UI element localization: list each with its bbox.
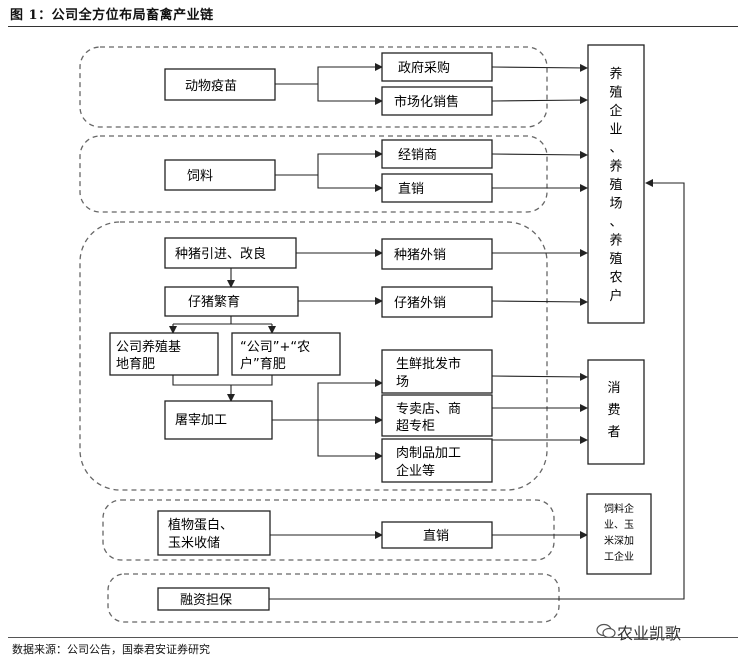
group-feed [79,135,548,213]
node-store: 专卖店、商 超专柜 [381,394,493,437]
node-financing: 融资担保 [157,587,270,611]
node-consumer: 消费者 [587,359,645,465]
svg-text:政府采购: 政府采购 [398,60,450,76]
svg-text:企业等: 企业等 [396,463,435,479]
vertical-char: 养 [609,159,622,175]
node-market-sales: 市场化销售 [381,86,493,116]
source-note: 数据来源：公司公告，国泰君安证券研究 [12,643,210,656]
svg-text:养殖企业、养殖场、养殖农户: 养殖企业、养殖场、养殖农户 [609,66,622,304]
edge-feed-distributor [317,150,383,175]
chat-bubble-icon [596,623,616,639]
svg-text:户”育肥: 户”育肥 [240,356,286,372]
title-divider [8,26,738,27]
figure-title: 图 1：公司全方位布局畜禽产业链 [10,8,214,23]
svg-text:动物疫苗: 动物疫苗 [185,78,237,94]
svg-text:玉米收储: 玉米收储 [168,536,220,551]
svg-text:超专柜: 超专柜 [396,419,435,434]
group-pig [79,221,548,491]
vertical-char: 业 [609,123,622,138]
vertical-char: 者 [607,425,620,440]
vertical-char: 农 [609,271,622,286]
node-piglet-sales: 仔猪外销 [381,286,493,318]
node-gov-purchase: 政府采购 [381,52,493,82]
svg-text:场: 场 [396,375,409,390]
svg-text:公司养殖基: 公司养殖基 [116,339,181,355]
edge-gov-farms [491,63,588,72]
node-piglet: 仔猪繁育 [164,286,299,317]
svg-text:直销: 直销 [398,182,424,197]
node-breeding-intro: 种猪引进、改良 [164,237,297,269]
node-plant-protein: 植物蛋白、 玉米收储 [157,510,271,556]
vertical-char: 户 [609,288,622,304]
edge-slaughter-meat [317,420,383,460]
svg-text:地育肥: 地育肥 [116,356,155,372]
edge-distributor-farms [491,150,588,159]
vertical-char: 、 [609,141,622,156]
footer-divider [8,637,738,638]
group-protein [102,499,555,561]
watermark: 农业凯歌 [617,624,682,643]
svg-text:消费者: 消费者 [607,381,620,440]
node-company-farmer: “公司”+“农 户”育肥 [231,332,341,376]
svg-text:生鲜批发市: 生鲜批发市 [396,356,461,372]
edge-slaughter-fresh [317,379,383,420]
svg-text:种猪引进、改良: 种猪引进、改良 [175,246,266,262]
svg-text:专卖店、商: 专卖店、商 [396,402,461,417]
vertical-char: 场 [609,197,622,212]
node-slaughter: 屠宰加工 [164,400,273,440]
svg-text:植物蛋白、: 植物蛋白、 [168,517,233,533]
svg-text:“公司”+“农: “公司”+“农 [240,340,310,355]
vertical-char: 殖 [609,177,622,193]
feed-corn-line: 业、玉 [604,519,634,531]
svg-text:饲料: 饲料 [187,169,213,184]
node-meat-processing: 肉制品加工 企业等 [381,438,493,483]
vertical-char: 养 [609,233,622,249]
svg-text:仔猪外销: 仔猪外销 [394,296,446,311]
svg-text:饲料企业、玉米深加工企业: 饲料企业、玉米深加工企业 [604,502,634,563]
feed-corn-line: 饲料企 [604,502,634,515]
edge-fresh-consumer [491,372,588,381]
node-direct-sales-1: 直销 [381,173,493,203]
node-feed: 饲料 [164,159,276,191]
node-feed-corn: 饲料企业、玉米深加工企业 [586,493,652,575]
edge-pigletsales-farms [491,297,588,306]
vertical-char: 费 [607,403,620,418]
feed-corn-line: 工企业 [604,550,634,563]
edge-base-join [172,375,273,386]
node-company-base: 公司养殖基 地育肥 [109,332,219,376]
node-vaccine: 动物疫苗 [164,68,276,101]
svg-text:直销: 直销 [423,529,449,544]
node-direct-sales-2: 直销 [381,521,493,549]
svg-text:市场化销售: 市场化销售 [394,94,459,110]
node-farms: 养殖企业、养殖场、养殖农户 [587,44,645,324]
vertical-char: 殖 [609,251,622,267]
edges [169,63,685,600]
edge-vaccine-gov [317,63,383,84]
edge-financing-farms [269,179,685,600]
svg-text:屠宰加工: 屠宰加工 [175,412,227,428]
edge-feed-direct [317,175,383,192]
svg-text:种猪外销: 种猪外销 [394,248,446,263]
node-distributor: 经销商 [381,139,493,169]
group-financing [107,573,560,623]
edge-vaccine-market [317,84,383,105]
group-vaccine [79,46,548,128]
svg-text:经销商: 经销商 [398,148,437,163]
svg-text:肉制品加工: 肉制品加工 [396,446,461,461]
vertical-char: 企 [609,103,622,119]
edge-market-farms [491,96,588,105]
vertical-char: 、 [609,215,622,230]
vertical-char: 养 [609,66,622,82]
vertical-char: 殖 [609,85,622,101]
node-fresh-market: 生鲜批发市 场 [381,349,493,394]
node-breeding-sales: 种猪外销 [381,238,493,270]
svg-text:仔猪繁育: 仔猪繁育 [188,294,240,310]
vertical-char: 消 [607,381,620,396]
feed-corn-line: 米深加 [604,534,634,547]
svg-text:融资担保: 融资担保 [180,593,232,608]
